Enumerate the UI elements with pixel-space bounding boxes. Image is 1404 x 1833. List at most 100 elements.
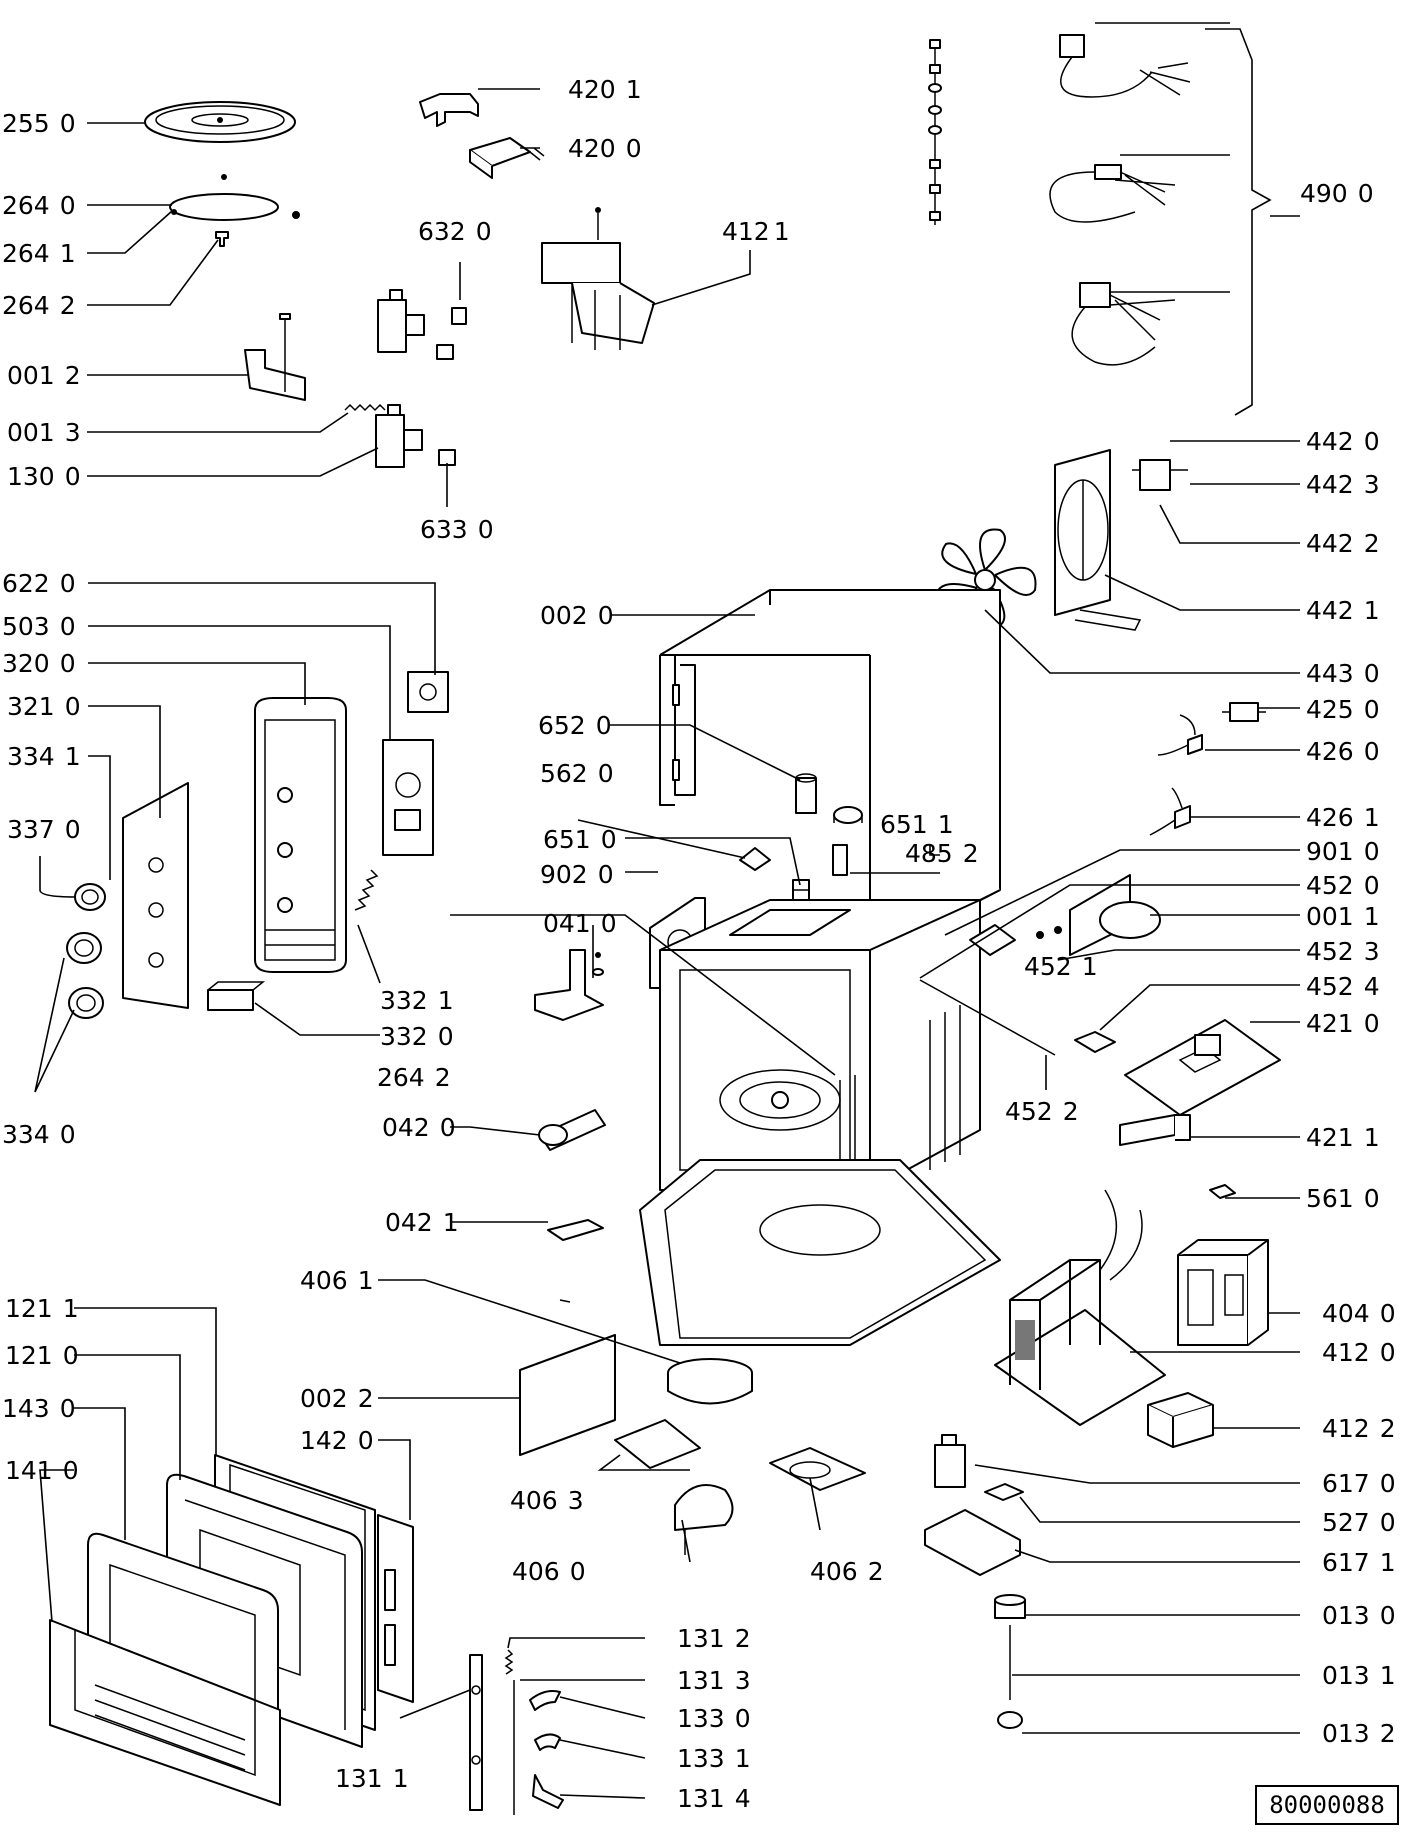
door-switch-lower-part	[375, 404, 423, 468]
noise-filter-part	[934, 1434, 966, 1488]
foot-part	[997, 1711, 1023, 1729]
filter-bracket-part	[924, 1509, 1021, 1576]
base-plate-part	[639, 1159, 1001, 1346]
relay-board-part	[1119, 1114, 1191, 1146]
door-switch-upper-part	[377, 289, 425, 353]
thermal-protector-part	[1222, 702, 1266, 722]
motor-bracket-part	[547, 1219, 604, 1241]
knob-337-part	[74, 883, 106, 911]
turntable-tray-part	[144, 101, 296, 143]
switch-actuator-633-part	[438, 449, 456, 466]
control-panel-frame-part	[254, 697, 347, 973]
door-sensor-bracket-part	[534, 949, 604, 1021]
door-choke-part	[377, 1514, 414, 1703]
thermal-cutout-part	[739, 847, 771, 871]
lamp-cover-part	[969, 924, 1016, 956]
switch-actuator-part	[436, 344, 454, 360]
fan-bracket-part	[1054, 449, 1142, 631]
latch-spring-131-part	[504, 1649, 514, 1675]
thermostat-part	[1157, 714, 1203, 756]
control-pcb-part	[1124, 1019, 1281, 1116]
document-number-box: 80000088	[1255, 1785, 1399, 1825]
switch-actuator-632-part	[451, 307, 467, 325]
latch-release-part	[532, 1774, 564, 1809]
terminal-block-part	[1147, 1392, 1214, 1448]
stirrer-bracket-part	[1069, 874, 1161, 956]
knob-lower-part	[68, 987, 104, 1019]
power-cord-set-part	[1049, 34, 1191, 366]
latch-hook-upper-part	[529, 1690, 561, 1711]
interlock-part	[1074, 1031, 1116, 1053]
control-hinge-part	[207, 981, 266, 1011]
foot-cap-part	[994, 1594, 1026, 1619]
stirrer-motor-part	[674, 1484, 734, 1555]
latch-hook-lower-part	[534, 1733, 561, 1751]
screw-part	[1036, 931, 1044, 939]
capacitor-part	[469, 137, 545, 179]
latch-rod-part	[919, 979, 1056, 1056]
wire-clip-part	[832, 844, 848, 876]
stirrer-plate-part	[614, 1419, 701, 1469]
coupler-part	[215, 231, 229, 247]
screw-stack-part	[928, 39, 942, 225]
capacitor-clamp-part	[419, 93, 479, 127]
fuse-cap-part	[833, 806, 863, 824]
door-front-frame-part	[49, 1619, 281, 1806]
thermostat-2-part	[1149, 787, 1191, 836]
magnetron-clip-part	[1209, 1184, 1236, 1199]
latch-lever-part	[469, 1654, 483, 1811]
